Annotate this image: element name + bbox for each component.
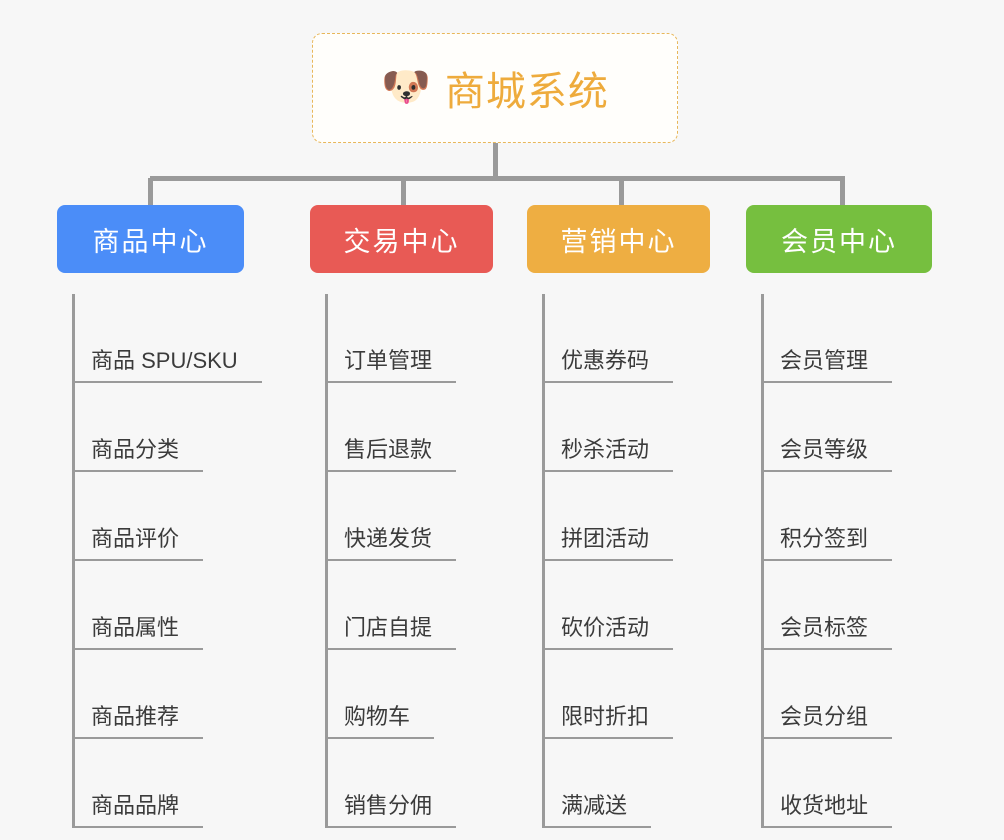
list-item[interactable]: 收货地址 bbox=[762, 739, 932, 828]
category-box-3[interactable]: 会员中心 bbox=[746, 205, 932, 273]
leaf-list-0: 商品 SPU/SKU 商品分类 商品评价 商品属性 商品推荐 商品品牌 bbox=[57, 294, 262, 828]
leaf-label: 拼团活动 bbox=[543, 526, 674, 561]
root-node-label: 商城系统 bbox=[444, 70, 609, 114]
leaf-label: 会员等级 bbox=[762, 437, 893, 472]
category-box-2[interactable]: 营销中心 bbox=[527, 205, 710, 273]
leaf-label: 售后退款 bbox=[326, 437, 457, 472]
leaf-label: 会员标签 bbox=[762, 615, 893, 650]
list-item[interactable]: 购物车 bbox=[326, 650, 493, 739]
leaf-label: 快递发货 bbox=[326, 526, 457, 561]
leaf-label: 商品推荐 bbox=[73, 704, 204, 739]
leaf-label: 秒杀活动 bbox=[543, 437, 674, 472]
category-label-2: 营销中心 bbox=[560, 226, 677, 257]
leaf-label: 限时折扣 bbox=[543, 704, 674, 739]
list-item[interactable]: 砍价活动 bbox=[543, 561, 710, 650]
list-item[interactable]: 商品 SPU/SKU bbox=[73, 294, 262, 383]
leaf-label: 商品分类 bbox=[73, 437, 204, 472]
list-item[interactable]: 优惠券码 bbox=[543, 294, 710, 383]
leaf-label: 商品品牌 bbox=[73, 793, 204, 828]
list-item[interactable]: 销售分佣 bbox=[326, 739, 493, 828]
root-node[interactable]: 🐶 商城系统 bbox=[312, 33, 678, 143]
category-label-0: 商品中心 bbox=[92, 226, 209, 257]
category-column-3: 会员中心 会员管理 会员等级 积分签到 会员标签 会员分组 收货地址 bbox=[746, 205, 932, 828]
list-item[interactable]: 积分签到 bbox=[762, 472, 932, 561]
category-column-1: 交易中心 订单管理 售后退款 快递发货 门店自提 购物车 销售分佣 bbox=[310, 205, 493, 828]
leaf-label: 会员分组 bbox=[762, 704, 893, 739]
list-item[interactable]: 售后退款 bbox=[326, 383, 493, 472]
category-column-0: 商品中心 商品 SPU/SKU 商品分类 商品评价 商品属性 商品推荐 商品品牌 bbox=[57, 205, 262, 828]
dog-face-emoji: 🐶 bbox=[381, 65, 431, 109]
list-item[interactable]: 会员分组 bbox=[762, 650, 932, 739]
leaf-label: 订单管理 bbox=[326, 348, 457, 383]
list-item[interactable]: 商品评价 bbox=[73, 472, 244, 561]
list-item[interactable]: 会员标签 bbox=[762, 561, 932, 650]
leaf-label: 商品属性 bbox=[73, 615, 204, 650]
list-item[interactable]: 拼团活动 bbox=[543, 472, 710, 561]
leaf-label: 优惠券码 bbox=[543, 348, 674, 383]
leaf-label: 商品评价 bbox=[73, 526, 204, 561]
list-item[interactable]: 满减送 bbox=[543, 739, 710, 828]
leaf-label: 积分签到 bbox=[762, 526, 893, 561]
leaf-label: 满减送 bbox=[543, 793, 652, 828]
list-item[interactable]: 快递发货 bbox=[326, 472, 493, 561]
leaf-label: 砍价活动 bbox=[543, 615, 674, 650]
list-item[interactable]: 订单管理 bbox=[326, 294, 493, 383]
list-item[interactable]: 门店自提 bbox=[326, 561, 493, 650]
list-item[interactable]: 商品品牌 bbox=[73, 739, 244, 828]
category-box-0[interactable]: 商品中心 bbox=[57, 205, 244, 273]
category-label-1: 交易中心 bbox=[343, 226, 460, 257]
leaf-label: 门店自提 bbox=[326, 615, 457, 650]
leaf-label: 会员管理 bbox=[762, 348, 893, 383]
category-label-3: 会员中心 bbox=[781, 226, 897, 257]
list-item[interactable]: 限时折扣 bbox=[543, 650, 710, 739]
leaf-list-1: 订单管理 售后退款 快递发货 门店自提 购物车 销售分佣 bbox=[310, 294, 493, 828]
leaf-list-2: 优惠券码 秒杀活动 拼团活动 砍价活动 限时折扣 满减送 bbox=[527, 294, 710, 828]
list-item[interactable]: 秒杀活动 bbox=[543, 383, 710, 472]
leaf-label: 销售分佣 bbox=[326, 793, 457, 828]
leaf-label: 商品 SPU/SKU bbox=[73, 348, 262, 383]
leaf-label: 购物车 bbox=[326, 704, 435, 739]
list-item[interactable]: 商品推荐 bbox=[73, 650, 244, 739]
leaf-label: 收货地址 bbox=[762, 793, 893, 828]
list-item[interactable]: 会员等级 bbox=[762, 383, 932, 472]
list-item[interactable]: 商品分类 bbox=[73, 383, 244, 472]
category-box-1[interactable]: 交易中心 bbox=[310, 205, 493, 273]
leaf-list-3: 会员管理 会员等级 积分签到 会员标签 会员分组 收货地址 bbox=[746, 294, 932, 828]
category-column-2: 营销中心 优惠券码 秒杀活动 拼团活动 砍价活动 限时折扣 满减送 bbox=[527, 205, 710, 828]
list-item[interactable]: 商品属性 bbox=[73, 561, 244, 650]
list-item[interactable]: 会员管理 bbox=[762, 294, 932, 383]
